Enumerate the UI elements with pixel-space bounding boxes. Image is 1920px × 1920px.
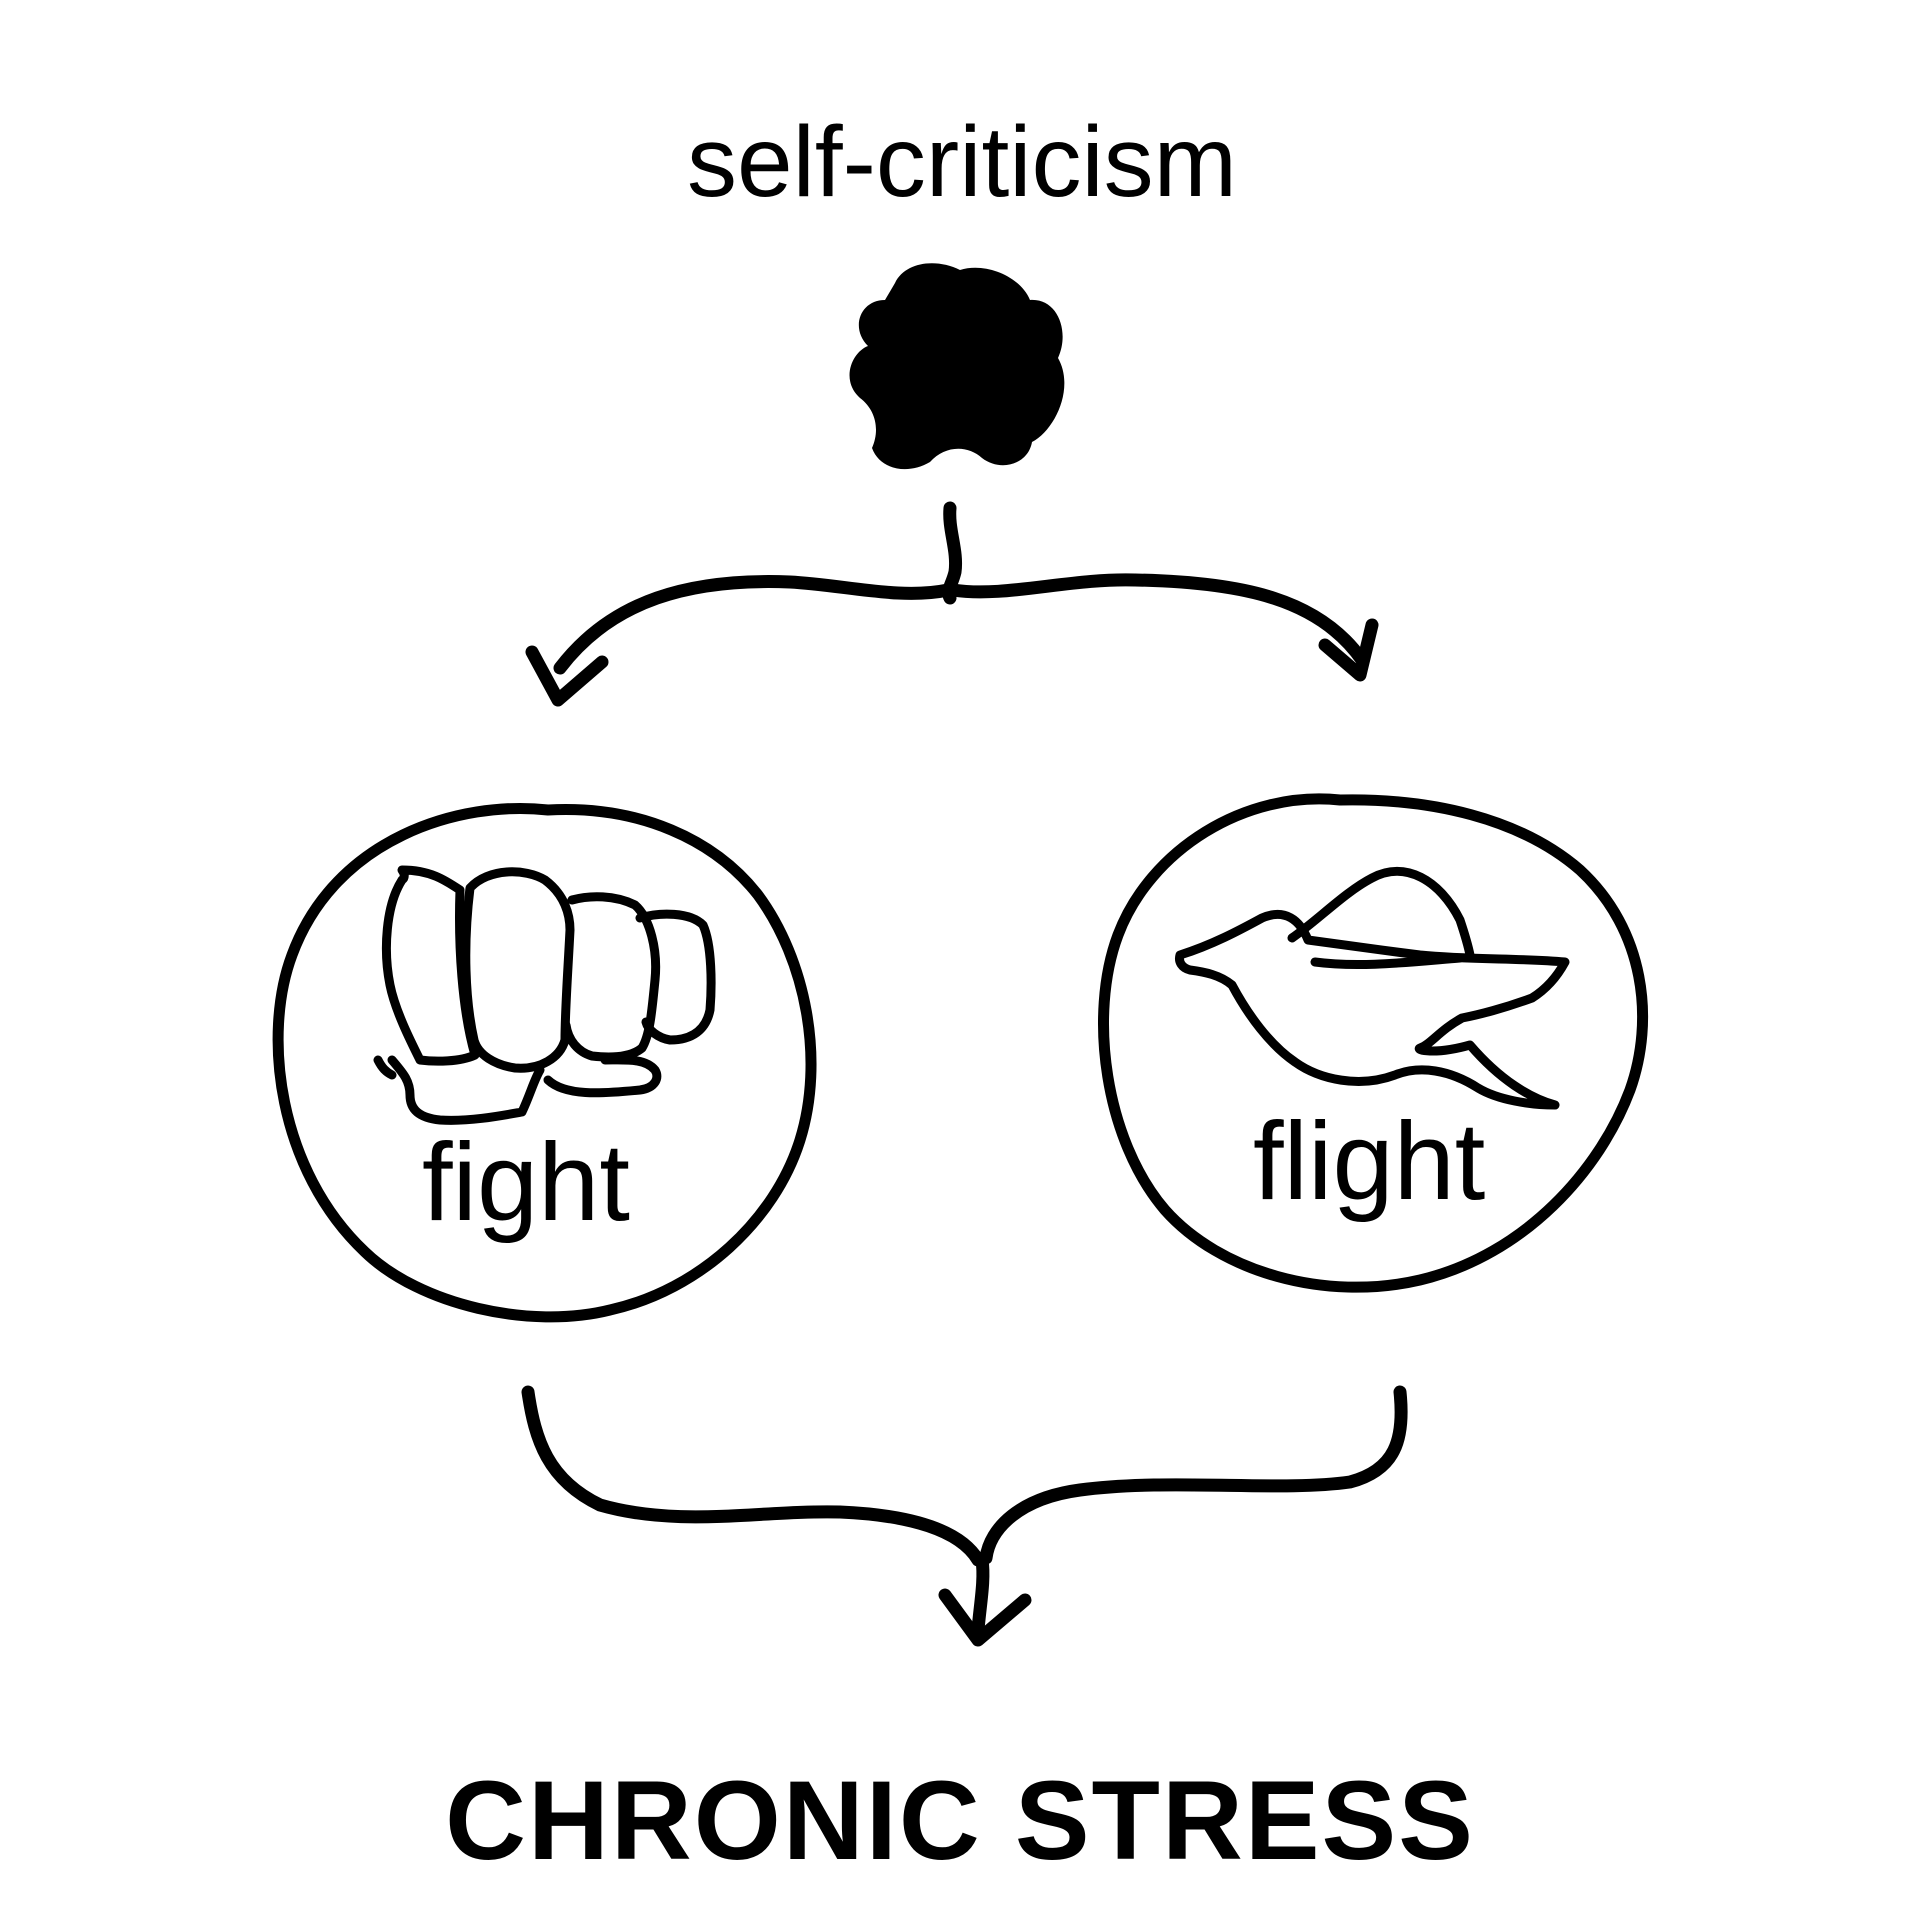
merge-arrow-right-branch [979, 1385, 1408, 1565]
split-arrow-right-head [1318, 618, 1379, 682]
fight-label: fight [422, 1121, 630, 1244]
merge-arrow-head [938, 1588, 1032, 1647]
fist-icon [373, 865, 716, 1125]
split-arrow-left-head [525, 645, 609, 707]
chronic-stress-label: CHRONIC STRESS [445, 1758, 1475, 1883]
merge-arrow-left-branch [521, 1385, 985, 1567]
merge-arrow-stem [971, 1553, 990, 1637]
split-arrow [525, 501, 1379, 707]
bird-icon [1175, 866, 1570, 1110]
blob-icon [849, 263, 1065, 470]
merge-arrow [521, 1385, 1408, 1647]
fight-circle [272, 802, 817, 1323]
self-criticism-label: self-criticism [687, 106, 1237, 218]
flight-circle [1098, 793, 1649, 1293]
flight-label: flight [1253, 1100, 1486, 1223]
split-arrow-right-branch [946, 573, 1369, 667]
split-arrow-left-branch [553, 575, 955, 675]
